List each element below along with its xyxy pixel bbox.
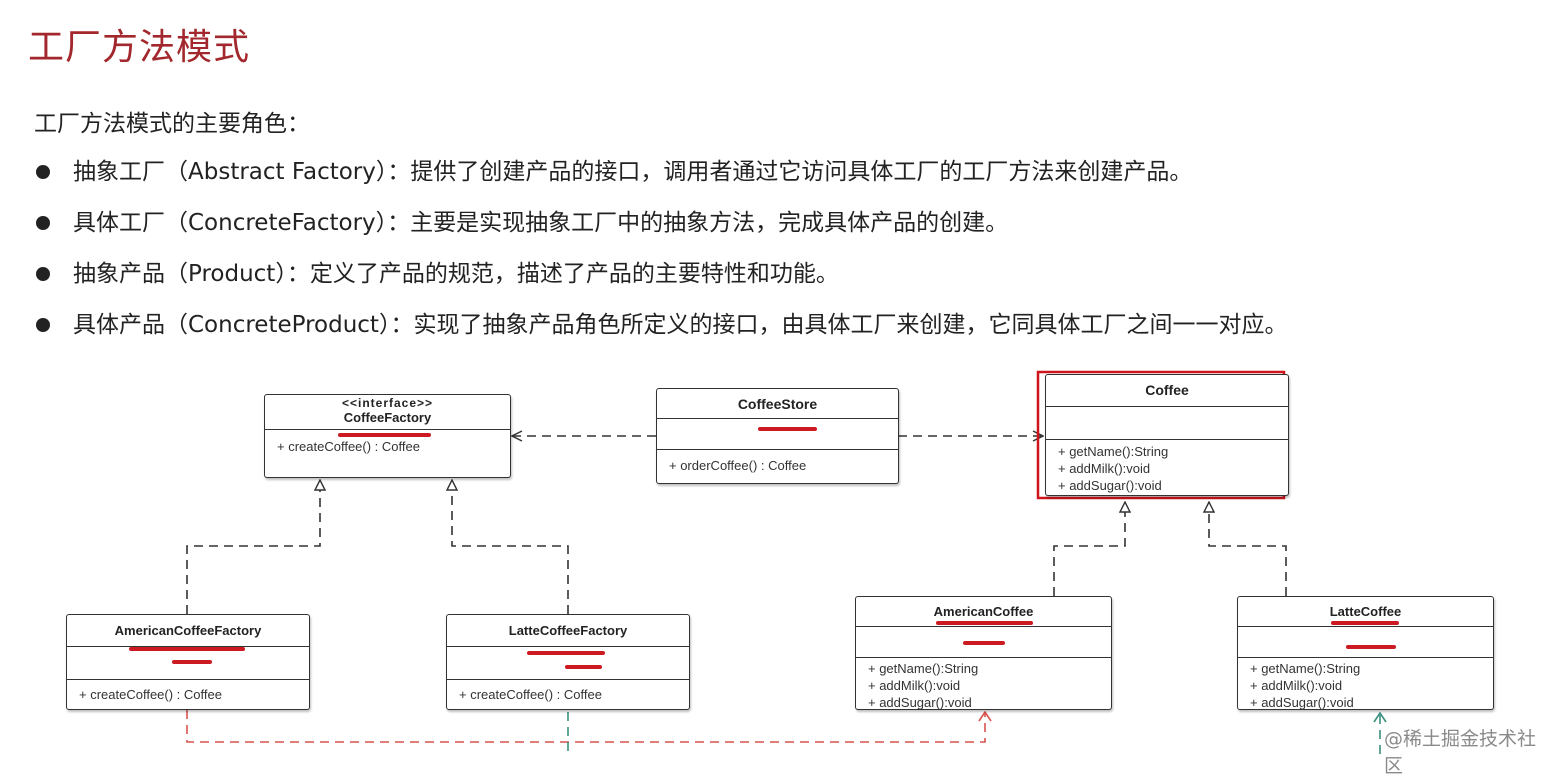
class-coffee-store: CoffeeStore + orderCoffee() : Coffee [656, 388, 899, 484]
realization-american-coffee [1053, 502, 1125, 596]
class-american-coffee: AmericanCoffee + getName():String + addM… [855, 596, 1112, 710]
operation: + getName():String [1058, 444, 1169, 459]
class-name: AmericanCoffee [933, 604, 1034, 619]
operation: + addMilk():void [1058, 461, 1151, 476]
operation: + createCoffee() : Coffee [277, 439, 420, 454]
role-text: 抽象工厂（Abstract Factory）：提供了创建产品的接口，调用者通过它… [73, 159, 1193, 185]
class-latte-coffee-factory: LatteCoffeeFactory + createCoffee() : Co… [446, 614, 690, 710]
role-text: 具体工厂（ConcreteFactory）：主要是实现抽象工厂中的抽象方法，完成… [73, 210, 1009, 236]
class-coffee-factory: <<interface>> CoffeeFactory + createCoff… [264, 394, 511, 478]
class-attributes [447, 647, 689, 680]
annotation-link-american [186, 710, 985, 743]
class-attributes [1046, 407, 1288, 440]
annotation-underline [936, 621, 1033, 625]
class-american-coffee-factory: AmericanCoffeeFactory + createCoffee() :… [66, 614, 310, 710]
class-header: LatteCoffee [1238, 597, 1493, 627]
annotation-underline [963, 641, 1005, 645]
annotation-underline [1331, 621, 1399, 625]
bullet-dot-icon [36, 267, 50, 281]
class-name: AmericanCoffeeFactory [114, 623, 262, 638]
class-operations: + getName():String + addMilk():void + ad… [856, 658, 1111, 711]
annotation-underline [758, 427, 817, 431]
realization-latte-factory [452, 480, 569, 614]
class-operations: + createCoffee() : Coffee [67, 680, 309, 703]
class-operations: + createCoffee() : Coffee [265, 430, 510, 455]
operation: + orderCoffee() : Coffee [669, 458, 807, 473]
bullet-dot-icon [36, 318, 50, 332]
stereotype-label: <<interface>> [341, 396, 434, 410]
class-header: CoffeeStore [657, 389, 898, 419]
annotation-underline [338, 433, 431, 437]
operation: + createCoffee() : Coffee [79, 687, 222, 702]
class-header: AmericanCoffee [856, 597, 1111, 627]
annotation-underline [172, 660, 212, 664]
operation: + addMilk():void [1250, 678, 1343, 693]
operation: + addSugar():void [1058, 478, 1162, 493]
class-attributes [657, 419, 898, 450]
class-header: AmericanCoffeeFactory [67, 615, 309, 647]
class-operations: + createCoffee() : Coffee [447, 680, 689, 703]
role-text: 具体产品（ConcreteProduct）：实现了抽象产品角色所定义的接口，由具… [73, 312, 1288, 338]
page-title: 工厂方法模式 [28, 27, 251, 68]
class-attributes [1238, 627, 1493, 658]
class-name: LatteCoffeeFactory [508, 623, 628, 638]
operation: + getName():String [868, 661, 979, 676]
class-name: LatteCoffee [1329, 604, 1402, 619]
class-attributes [67, 647, 309, 680]
bullet-dot-icon [36, 165, 50, 179]
bullet-dot-icon [36, 216, 50, 230]
class-latte-coffee: LatteCoffee + getName():String + addMilk… [1237, 596, 1494, 710]
realization-latte-coffee [1209, 502, 1287, 596]
annotation-underline [527, 651, 605, 655]
annotation-underline [565, 665, 602, 669]
class-name: CoffeeStore [737, 396, 818, 412]
class-name: Coffee [1145, 382, 1189, 398]
class-operations: + getName():String + addMilk():void + ad… [1046, 440, 1288, 494]
annotation-underline [129, 647, 245, 651]
operation: + addSugar():void [868, 695, 972, 710]
class-header: <<interface>> CoffeeFactory [265, 395, 510, 437]
operation: + getName():String [1250, 661, 1361, 676]
class-name: CoffeeFactory [343, 410, 432, 425]
class-operations: + orderCoffee() : Coffee [657, 450, 898, 474]
intro-text: 工厂方法模式的主要角色： [34, 111, 310, 137]
class-operations: + getName():String + addMilk():void + ad… [1238, 658, 1493, 711]
watermark: @稀土掘金技术社区 [1384, 728, 1537, 777]
annotation-underline [1346, 645, 1396, 649]
operation: + addMilk():void [868, 678, 961, 693]
class-attributes [856, 627, 1111, 658]
role-text: 抽象产品（Product）：定义了产品的规范，描述了产品的主要特性和功能。 [73, 261, 839, 287]
class-header: Coffee [1046, 375, 1288, 407]
realization-american-factory [186, 480, 320, 614]
class-header: LatteCoffeeFactory [447, 615, 689, 647]
class-coffee: Coffee + getName():String + addMilk():vo… [1045, 374, 1289, 496]
operation: + createCoffee() : Coffee [459, 687, 602, 702]
operation: + addSugar():void [1250, 695, 1354, 710]
